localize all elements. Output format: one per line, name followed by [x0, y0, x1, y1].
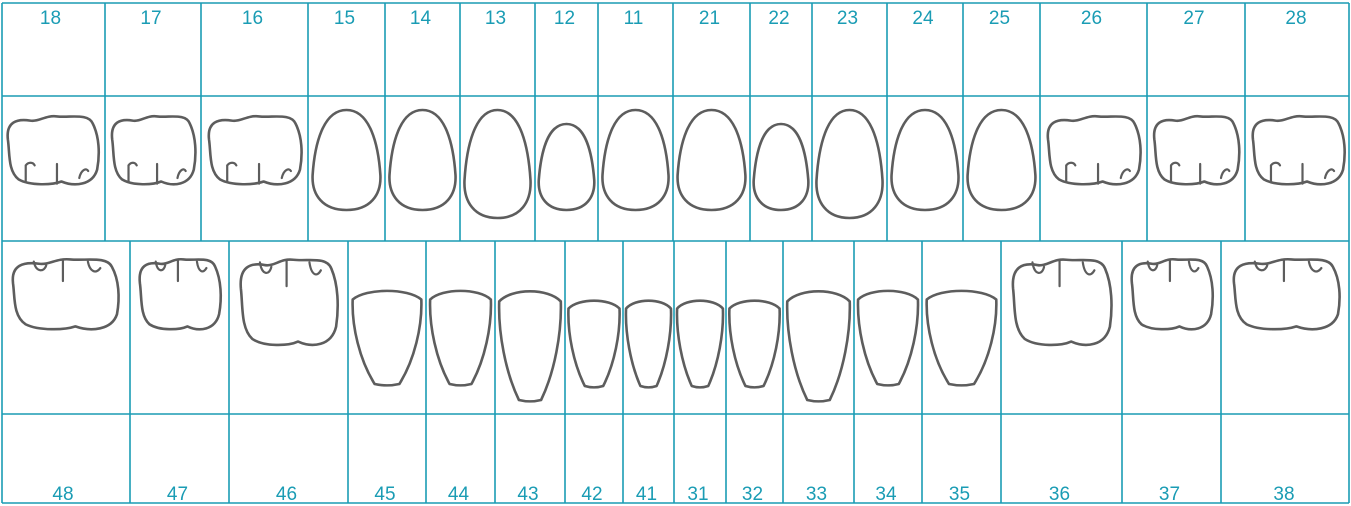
tooth-number-label-13: 13	[485, 8, 506, 29]
tooth-44[interactable]	[428, 289, 493, 387]
tooth-28[interactable]	[1251, 114, 1346, 186]
tooth-number-label-42: 42	[581, 484, 602, 505]
teeth-layer	[6, 108, 1346, 403]
tooth-16[interactable]	[207, 114, 303, 186]
tooth-46[interactable]	[239, 258, 339, 347]
tooth-number-label-28: 28	[1285, 8, 1306, 29]
tooth-26-fissure	[1065, 161, 1131, 185]
tooth-number-label-33: 33	[806, 484, 827, 505]
tooth-42[interactable]	[567, 299, 621, 389]
tooth-37[interactable]	[1130, 257, 1215, 331]
tooth-number-label-36: 36	[1049, 484, 1070, 505]
tooth-number-label-32: 32	[742, 484, 763, 505]
tooth-37-fissure	[1146, 258, 1200, 283]
tooth-27-fissure	[1169, 161, 1231, 185]
tooth-48[interactable]	[11, 257, 120, 331]
tooth-15[interactable]	[311, 108, 382, 212]
tooth-number-label-17: 17	[140, 8, 161, 29]
tooth-38-fissure	[1253, 258, 1323, 283]
tooth-number-label-15: 15	[334, 8, 355, 29]
tooth-number-label-21: 21	[699, 8, 720, 29]
tooth-number-label-41: 41	[636, 484, 657, 505]
tooth-number-label-26: 26	[1081, 8, 1102, 29]
tooth-27[interactable]	[1152, 114, 1241, 186]
tooth-36[interactable]	[1011, 258, 1113, 347]
tooth-number-labels: 18 17 16 15 14 13 12 11 21 22 23 24 25 26 27 28 48 47 46 45…	[40, 8, 1307, 505]
tooth-number-label-14: 14	[410, 8, 432, 29]
tooth-number-label-45: 45	[374, 484, 395, 505]
tooth-47[interactable]	[138, 257, 223, 331]
tooth-number-label-22: 22	[768, 8, 789, 29]
tooth-number-label-25: 25	[989, 8, 1010, 29]
tooth-number-label-11: 11	[624, 8, 644, 29]
tooth-46-fissure	[258, 258, 322, 288]
tooth-number-label-46: 46	[276, 484, 297, 505]
tooth-22[interactable]	[752, 122, 810, 212]
tooth-number-label-16: 16	[242, 8, 263, 29]
tooth-18-fissure	[24, 161, 90, 185]
tooth-number-label-37: 37	[1159, 484, 1180, 505]
tooth-number-label-23: 23	[837, 8, 858, 29]
tooth-18[interactable]	[6, 114, 101, 186]
tooth-25[interactable]	[966, 108, 1037, 212]
tooth-32[interactable]	[728, 299, 781, 389]
tooth-21[interactable]	[676, 108, 747, 212]
tooth-number-label-34: 34	[875, 484, 897, 505]
tooth-28-fissure	[1269, 161, 1336, 185]
tooth-11[interactable]	[601, 108, 670, 212]
tooth-31[interactable]	[675, 299, 725, 389]
tooth-34[interactable]	[856, 289, 920, 387]
tooth-number-label-44: 44	[448, 484, 470, 505]
tooth-23[interactable]	[815, 108, 884, 220]
tooth-17-fissure	[127, 161, 187, 185]
tooth-number-label-35: 35	[949, 484, 970, 505]
tooth-16-fissure	[226, 161, 292, 185]
tooth-24[interactable]	[890, 108, 960, 212]
tooth-26[interactable]	[1046, 114, 1142, 186]
tooth-number-label-12: 12	[554, 8, 575, 29]
tooth-41[interactable]	[624, 299, 673, 389]
tooth-number-label-43: 43	[517, 484, 538, 505]
tooth-number-label-47: 47	[167, 484, 188, 505]
tooth-14[interactable]	[388, 108, 457, 212]
tooth-45[interactable]	[351, 289, 423, 387]
tooth-47-fissure	[154, 258, 208, 283]
tooth-number-label-38: 38	[1273, 484, 1294, 505]
tooth-36-fissure	[1031, 258, 1096, 288]
tooth-12[interactable]	[537, 122, 596, 212]
tooth-number-label-27: 27	[1183, 8, 1204, 29]
tooth-number-label-31: 31	[687, 484, 708, 505]
tooth-33[interactable]	[785, 290, 852, 403]
tooth-35[interactable]	[925, 289, 998, 387]
tooth-13[interactable]	[463, 108, 532, 220]
tooth-number-label-24: 24	[912, 8, 934, 29]
tooth-number-label-18: 18	[40, 8, 61, 29]
tooth-43[interactable]	[497, 290, 563, 403]
tooth-48-fissure	[32, 258, 102, 283]
tooth-38[interactable]	[1232, 257, 1341, 331]
tooth-number-label-48: 48	[52, 484, 73, 505]
tooth-17[interactable]	[110, 114, 197, 186]
